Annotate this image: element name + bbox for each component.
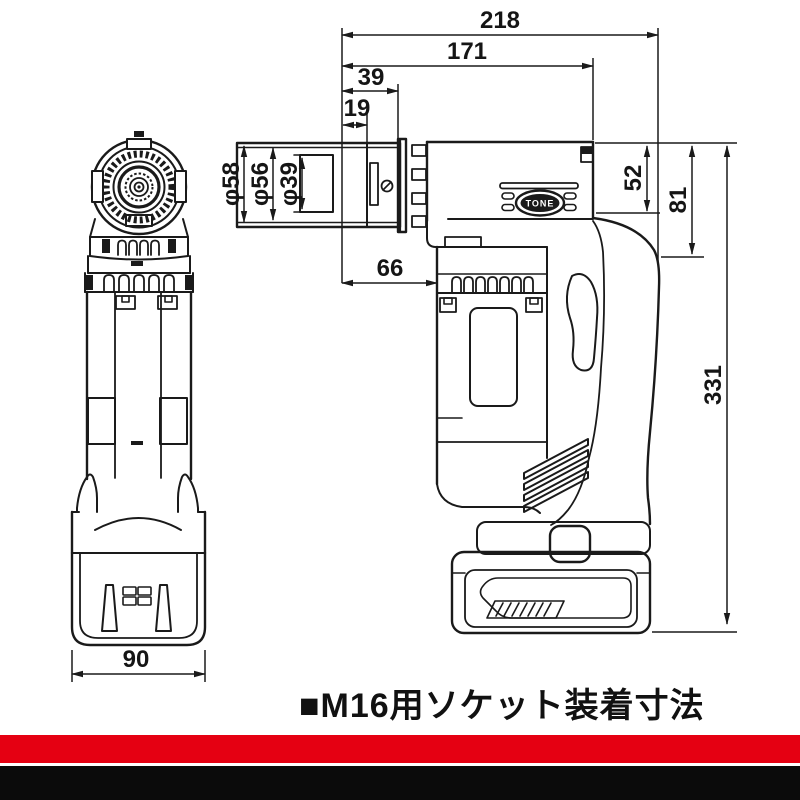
dim-socket-bore-dia: φ39 [276, 157, 306, 210]
caption: ■M16用ソケット装着寸法 [299, 687, 705, 725]
dim-socket-outer-dia: φ58 [218, 145, 248, 223]
dim-label-52: 52 [620, 165, 647, 192]
dim-label-171: 171 [447, 38, 487, 65]
dim-body-width: 90 [71, 646, 206, 682]
dim-label-phi56: φ56 [247, 162, 274, 206]
handle-side [523, 216, 661, 526]
dim-overall-height: 331 [700, 145, 731, 625]
battery-side [450, 521, 652, 635]
dim-overall-length: 218 [341, 7, 659, 39]
dim-label-66: 66 [377, 255, 404, 282]
collar-front [84, 218, 194, 293]
battery-front [70, 551, 207, 647]
battery-rib-texture [486, 600, 565, 619]
dim-drive-insert: 19 [342, 95, 371, 129]
head-notch-bottom [125, 214, 153, 227]
battery-prong-right [155, 584, 172, 632]
front-column-side [435, 245, 548, 514]
tone-logo: TONE [514, 189, 566, 217]
footer-black-bar [0, 766, 800, 800]
body-front [70, 290, 207, 555]
trigger [566, 273, 599, 372]
dim-label-19: 19 [344, 95, 371, 122]
dim-socket-length: 39 [341, 64, 399, 95]
dim-label-218: 218 [480, 7, 520, 34]
dim-label-81: 81 [665, 187, 692, 214]
dim-label-39: 39 [358, 64, 385, 91]
head-notch-right [174, 170, 187, 203]
dim-sleeve-outer-dia: φ56 [247, 147, 277, 221]
tool-head-front [90, 131, 188, 236]
side-view: TONE [235, 137, 661, 635]
right-ear [177, 473, 199, 513]
battery-mount [476, 521, 651, 555]
dim-body-length: 171 [341, 38, 594, 70]
dim-label-phi58: φ58 [218, 162, 245, 206]
label-plate [469, 307, 518, 407]
battery-prong-left [101, 584, 118, 632]
front-view [70, 131, 207, 647]
left-ear [76, 473, 98, 513]
head-notch-top [126, 138, 152, 150]
latch-button [548, 524, 592, 564]
footer-red-bar [0, 735, 800, 763]
dim-label-phi39: φ39 [276, 162, 303, 206]
dim-label-331: 331 [700, 365, 727, 405]
dim-head-total-height: 81 [665, 145, 696, 255]
grip-ridges [523, 438, 589, 513]
motor-housing-side: TONE [425, 140, 595, 248]
set-screw [380, 179, 394, 193]
dimension-annotations: 218 171 39 19 φ58 φ56 φ39 66 [71, 7, 737, 682]
socket-m16 [235, 137, 427, 234]
dim-label-90: 90 [123, 646, 150, 673]
dim-head-offset: 66 [341, 255, 438, 287]
label-bar [499, 182, 579, 190]
dim-housing-height: 52 [620, 145, 651, 212]
tone-logo-text: TONE [526, 199, 555, 209]
head-notch-left [91, 170, 104, 203]
